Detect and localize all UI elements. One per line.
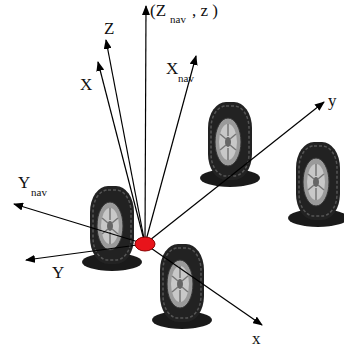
subscript: nav xyxy=(178,73,194,84)
axis-label: Z xyxy=(104,20,114,37)
axis-label: Y xyxy=(52,264,64,281)
axis-label: X xyxy=(166,60,178,77)
subscript: nav xyxy=(31,187,47,198)
axis-label: , z ) xyxy=(192,2,218,19)
axis-label: y xyxy=(328,92,337,109)
axis-label: X xyxy=(80,76,92,93)
tire-front-middle xyxy=(152,244,212,329)
axis-label: x xyxy=(252,330,261,347)
subscript: nav xyxy=(170,14,186,25)
axis-lines xyxy=(14,6,324,325)
origin-dot xyxy=(135,237,155,251)
tire-rear-right xyxy=(288,142,344,227)
tire-rear-middle xyxy=(200,102,260,187)
axis-label: Y xyxy=(18,174,30,191)
axis-label: (Z xyxy=(150,2,166,19)
